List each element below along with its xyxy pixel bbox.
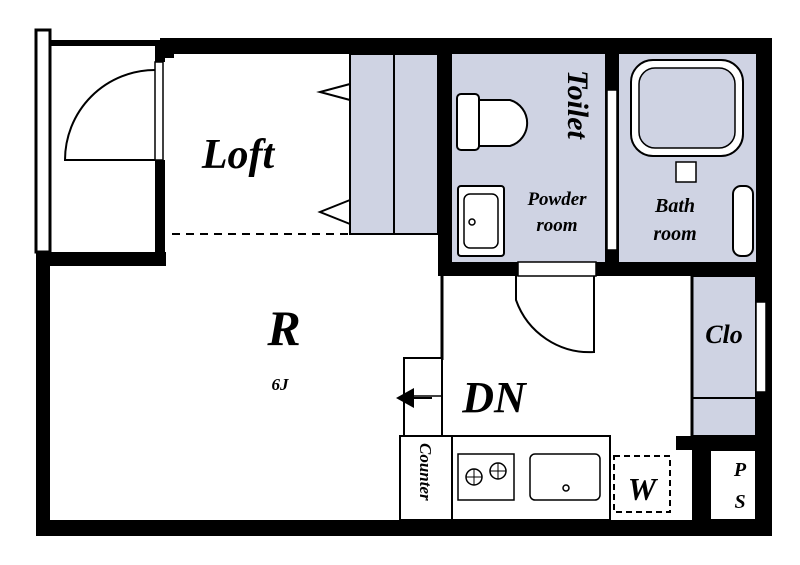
- pipe-space-wall: [692, 450, 710, 520]
- label-ps-line1: P: [733, 459, 747, 481]
- closet-wall: [676, 436, 756, 450]
- wall-left: [36, 252, 50, 536]
- label-washer: W: [628, 471, 659, 507]
- label-counter: Counter: [416, 443, 435, 501]
- label-bath-line1: Bath: [654, 195, 695, 217]
- washer-space: [613, 455, 671, 513]
- closet-window: [755, 301, 767, 393]
- powder-door-frame: [517, 261, 597, 277]
- kitchen-sink-drain: [562, 484, 570, 492]
- wall-right: [756, 38, 772, 536]
- label-powder-line1: Powder: [526, 189, 587, 210]
- balcony-window: [154, 61, 164, 161]
- loft-ladder-mark-bottom: [317, 199, 351, 225]
- bath-mirror: [732, 185, 754, 257]
- powder-sink-drain: [468, 218, 476, 226]
- down-arrow-icon: [396, 388, 414, 408]
- label-room: R: [266, 300, 300, 356]
- balcony-wall-bottom: [36, 252, 166, 266]
- toilet-tank: [456, 93, 480, 151]
- wall-corner: [160, 38, 174, 58]
- label-bath-line2: room: [653, 223, 696, 245]
- closet: [691, 275, 757, 437]
- label-powder-line2: room: [536, 215, 577, 236]
- balcony-wall-top: [50, 40, 162, 46]
- toilet-bowl: [478, 99, 529, 147]
- balcony-rail: [34, 28, 52, 254]
- balcony-wall-lower: [155, 160, 165, 260]
- wall-wet-bottom-right: [596, 262, 772, 276]
- label-room-size: 6J: [272, 375, 290, 394]
- bath-faucet: [675, 161, 697, 183]
- wall-wet-left: [438, 54, 452, 276]
- balcony-door-swing: [63, 69, 156, 161]
- label-down: DN: [461, 373, 528, 422]
- label-loft: Loft: [201, 132, 276, 178]
- loft-ladder-mark-top: [316, 83, 351, 101]
- wall-top: [160, 38, 772, 54]
- wall-bottom: [36, 520, 772, 536]
- powder-sink-basin: [463, 193, 499, 249]
- kitchen-sink: [529, 453, 601, 501]
- label-closet: Clo: [705, 320, 743, 349]
- label-toilet: Toilet: [561, 70, 594, 141]
- wall-wet-bottom-left: [438, 262, 518, 276]
- bathtub-basin: [638, 67, 736, 149]
- label-ps-line2: S: [734, 491, 745, 513]
- bath-door: [606, 89, 618, 251]
- powder-door-swing: [515, 276, 595, 354]
